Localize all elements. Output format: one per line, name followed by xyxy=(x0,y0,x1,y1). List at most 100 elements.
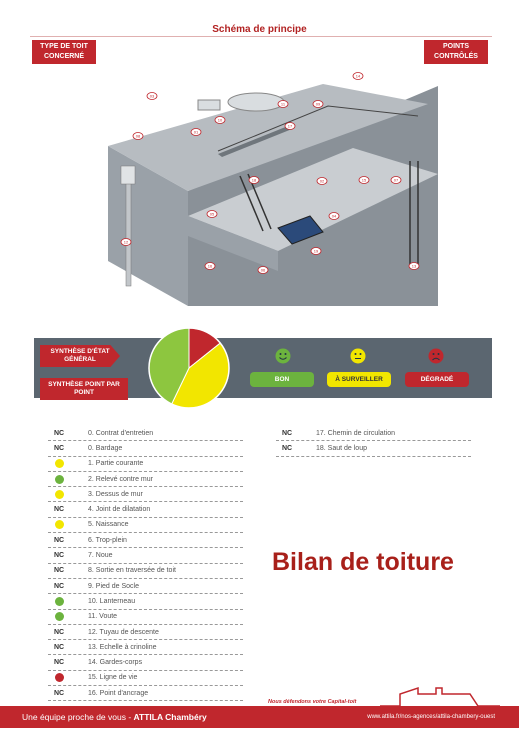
point-row: 15. Ligne de vie xyxy=(48,671,243,687)
footer-slogan: Nous défendons votre Capital-toit xyxy=(268,699,357,705)
point-row: NC 16. Point d'ancrage xyxy=(48,686,243,702)
point-label: 9. Pied de Socle xyxy=(88,582,139,590)
tagline-text: Une équipe proche de vous - xyxy=(22,712,132,722)
point-label: 7. Noue xyxy=(88,552,113,560)
roof-type-tag: TYPE DE TOIT CONCERNÉ xyxy=(32,40,96,64)
marker-16: 16 xyxy=(208,263,213,268)
roof-diagram: 03 14 11 09 10 01 17 18 02 15 07 05 04 1… xyxy=(108,72,438,306)
marker-08: 08 xyxy=(136,133,141,138)
point-label: 2. Relevé contre mur xyxy=(88,475,153,483)
point-label: 8. Sortie en traversée de toit xyxy=(88,567,176,575)
status-indicator xyxy=(48,596,70,606)
report-title: Bilan de toiture xyxy=(272,548,454,576)
point-row: 3. Dessus de mur xyxy=(48,487,243,503)
title-divider xyxy=(30,36,492,37)
sad-face-icon xyxy=(428,348,444,364)
point-row: NC 14. Gardes-corps xyxy=(48,655,243,671)
neutral-face-icon xyxy=(350,348,366,364)
status-indicator xyxy=(48,673,70,683)
marker-14: 14 xyxy=(356,73,361,78)
house-outline-logo xyxy=(380,686,500,707)
status-indicator xyxy=(48,612,70,622)
not-checked-label: NC xyxy=(53,429,65,437)
not-checked-label: NC xyxy=(53,444,65,452)
point-row: NC 4. Joint de dilatation xyxy=(48,502,243,518)
marker-02: 02 xyxy=(320,178,325,183)
point-label: 5. Naissance xyxy=(88,521,129,529)
not-checked-label: NC xyxy=(53,659,65,667)
point-label: 17. Chemin de circulation xyxy=(316,429,395,437)
not-checked-label: NC xyxy=(281,429,293,437)
not-checked-label: NC xyxy=(53,628,65,636)
company-name: ATTILA Chambéry xyxy=(133,712,207,722)
marker-13: 13 xyxy=(412,263,417,268)
point-label: 3. Dessus de mur xyxy=(88,490,143,498)
happy-face-icon xyxy=(54,474,64,484)
point-label: 14. Gardes-corps xyxy=(88,659,143,667)
point-row: NC 18. Saut de loup xyxy=(276,441,471,457)
marker-15: 15 xyxy=(362,177,367,182)
marker-11: 11 xyxy=(281,101,286,106)
point-label: 13. Echelle à crinoline xyxy=(88,643,157,651)
not-checked-label: NC xyxy=(281,444,293,452)
diagram-markers: 03 14 11 09 10 01 17 18 02 15 07 05 04 1… xyxy=(120,72,420,274)
point-row: 2. Relevé contre mur xyxy=(48,472,243,488)
happy-face-icon xyxy=(275,348,291,364)
point-row: NC 0. Contrat d'entretien xyxy=(48,426,243,442)
point-row: 5. Naissance xyxy=(48,518,243,534)
point-label: 16. Point d'ancrage xyxy=(88,689,149,697)
marker-06: 06 xyxy=(261,267,266,272)
marker-10: 10 xyxy=(218,117,223,122)
not-checked-label: NC xyxy=(53,552,65,560)
point-label: 0. Bardage xyxy=(88,444,123,452)
point-label: 12. Tuyau de descente xyxy=(88,628,159,636)
point-row: NC 9. Pied de Socle xyxy=(48,579,243,595)
sad-face-icon xyxy=(54,673,64,683)
marker-19: 19 xyxy=(314,248,319,253)
point-label: 4. Joint de dilatation xyxy=(88,506,151,514)
neutral-face-icon xyxy=(54,459,64,469)
status-indicator xyxy=(48,520,70,530)
point-label: 10. Lanterneau xyxy=(88,597,136,605)
happy-face-icon xyxy=(54,612,64,622)
status-pie-chart xyxy=(148,327,230,409)
point-row: NC 8. Sortie en traversée de toit xyxy=(48,564,243,579)
good-status-button: BON xyxy=(250,372,314,387)
general-summary-label: SYNTHÈSE D'ÉTAT GÉNÉRAL xyxy=(40,345,120,367)
not-checked-label: NC xyxy=(53,689,65,697)
marker-04: 04 xyxy=(332,213,337,218)
not-checked-label: NC xyxy=(53,506,65,514)
point-row: NC 17. Chemin de circulation xyxy=(276,426,471,442)
marker-05: 05 xyxy=(210,211,215,216)
degraded-status-button: DÉGRADÉ xyxy=(405,372,469,387)
point-label: 6. Trop-plein xyxy=(88,536,127,544)
marker-18: 18 xyxy=(252,177,257,182)
footer-band xyxy=(0,706,519,728)
marker-03: 03 xyxy=(150,93,155,98)
status-indicator xyxy=(48,459,70,469)
point-label: 11. Voute xyxy=(88,613,118,621)
marker-17: 17 xyxy=(288,123,293,128)
footer-url[interactable]: www.attila.fr/nos-agences/attila-chamber… xyxy=(367,714,495,720)
point-row: 1. Partie courante xyxy=(48,457,243,472)
not-checked-label: NC xyxy=(53,582,65,590)
page-title: Schéma de principe xyxy=(212,24,307,35)
per-point-summary-label: SYNTHÈSE POINT PAR POINT xyxy=(40,378,128,400)
not-checked-label: NC xyxy=(53,567,65,575)
point-label: 0. Contrat d'entretien xyxy=(88,429,154,437)
status-indicator xyxy=(48,474,70,484)
checked-points-tag: POINTS CONTRÔLÉS xyxy=(424,40,488,64)
marker-07: 07 xyxy=(394,177,399,182)
watch-status-button: À SURVEILLER xyxy=(327,372,391,387)
point-row: NC 13. Echelle à crinoline xyxy=(48,640,243,656)
marker-09: 09 xyxy=(316,101,321,106)
pie-outline xyxy=(148,327,230,409)
point-label: 15. Ligne de vie xyxy=(88,674,138,682)
point-label: 18. Saut de loup xyxy=(316,444,367,452)
point-row: 11. Voute xyxy=(48,610,243,625)
point-row: NC 12. Tuyau de descente xyxy=(48,625,243,641)
footer-tagline: Une équipe proche de vous - ATTILA Chamb… xyxy=(22,712,207,722)
not-checked-label: NC xyxy=(53,643,65,651)
